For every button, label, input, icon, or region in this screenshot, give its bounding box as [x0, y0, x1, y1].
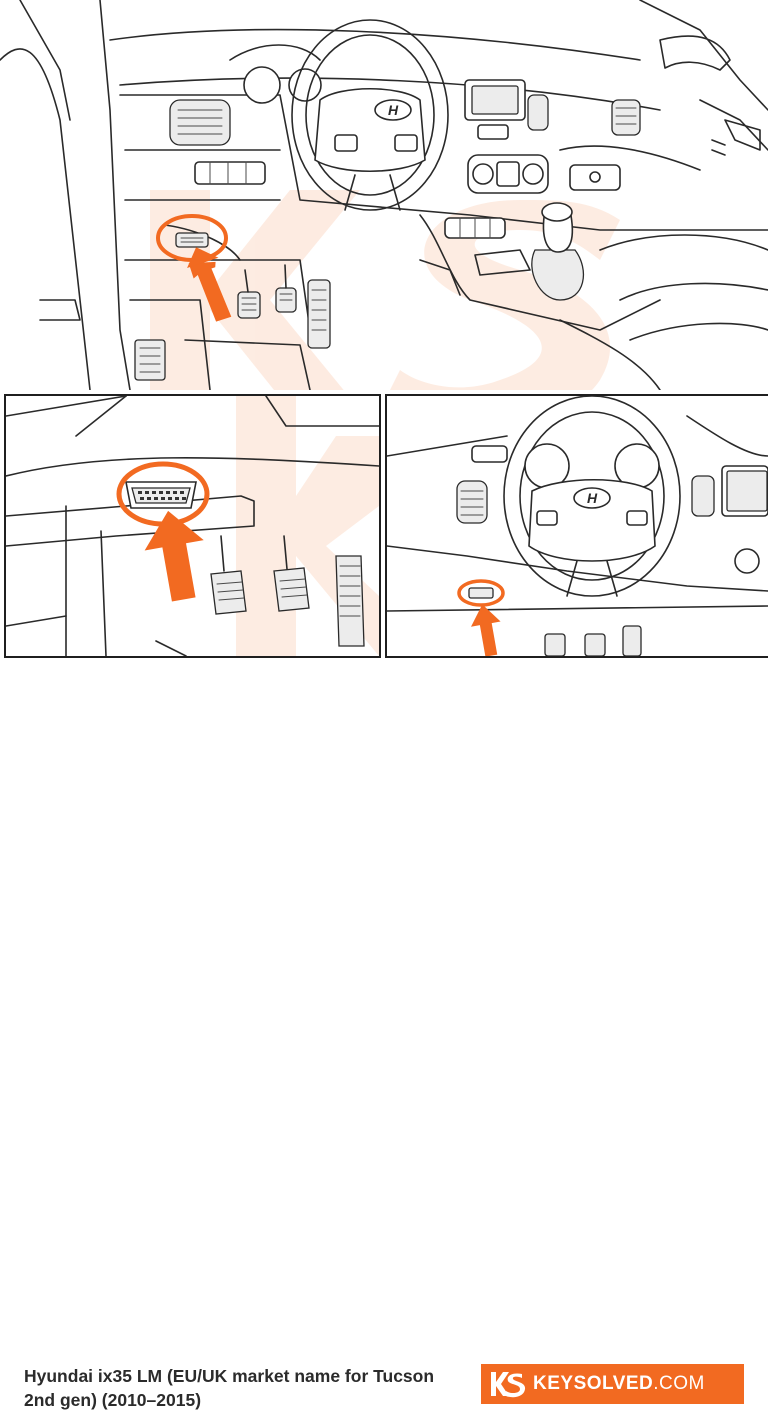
brand-badge[interactable]: KEYSOLVED.COM [481, 1364, 744, 1404]
interior-overview-panel: H [0, 0, 768, 390]
vehicle-caption: Hyundai ix35 LM (EU/UK market name for T… [24, 1366, 435, 1410]
obd-port-closeup [116, 461, 210, 527]
obd-closeup-panel [4, 394, 381, 658]
steering-logo: H [388, 102, 399, 118]
driver-view-panel: H [385, 394, 768, 658]
ks-logo-icon [481, 1364, 533, 1404]
brand-name: KEYSOLVED [533, 1373, 654, 1394]
orange-up-arrow-icon [471, 604, 501, 656]
obd-port-small [457, 579, 505, 607]
orange-up-arrow-icon [187, 247, 232, 322]
steering-logo-small: H [587, 490, 598, 506]
footer: Hyundai ix35 LM (EU/UK market name for T… [0, 660, 768, 1410]
orange-up-arrow-icon [144, 510, 204, 602]
brand-suffix: .COM [653, 1373, 705, 1394]
